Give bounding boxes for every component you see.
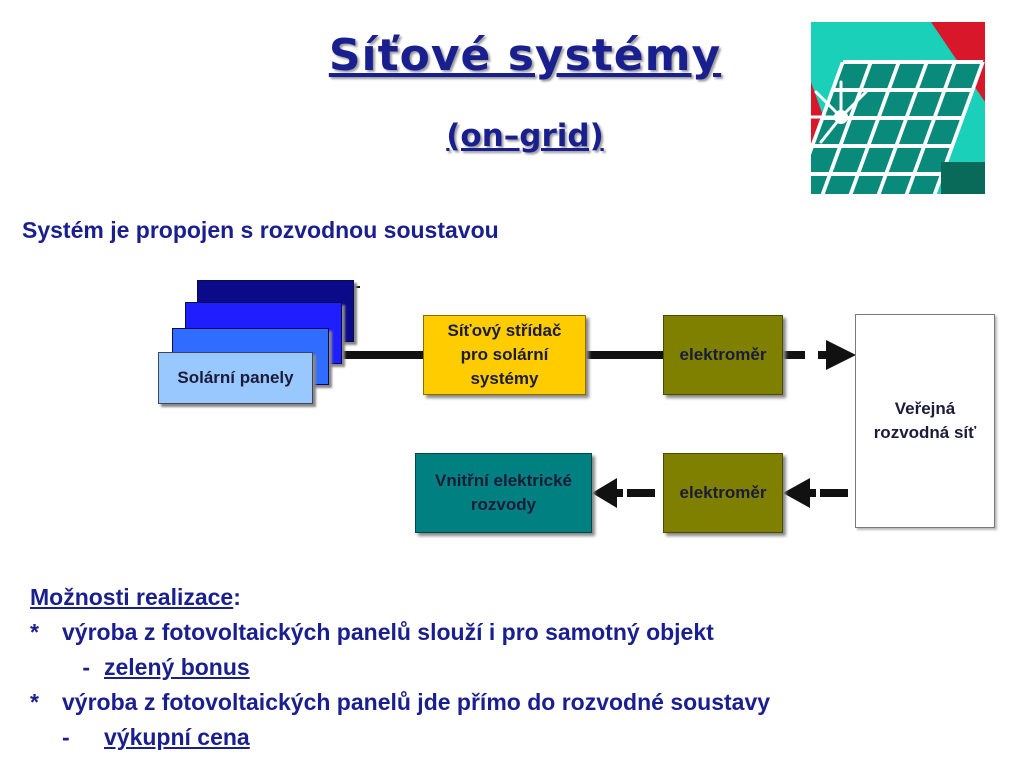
inverter-box: Síťový střídač pro solární systémy [423,315,586,395]
option-bullet-2: * [30,689,39,715]
arrow-to-inner-wiring [592,478,655,508]
options-heading: Možnosti realizace [30,584,234,610]
option-text-1: výroba z fotovoltaických panelů slouží i… [62,619,714,645]
option-sub-text-2: výkupní cena [104,724,250,750]
inner-wiring-label-line-1: Vnitřní elektrické [434,471,572,490]
inverter-label-line-1: Síťový střídač [447,321,562,340]
meter-bottom-label: elektroměr [679,483,767,502]
meter-top-label: elektroměr [679,345,767,364]
inverter-label-line-2: pro solární [460,345,549,364]
options-heading-row: Možnosti realizace: [30,580,770,615]
solar-panels-label: Solární panely [177,368,294,387]
option-item-1: * výroba z fotovoltaických panelů slouží … [30,615,770,650]
arrow-to-meter-bottom [783,478,848,508]
solar-panels-box: Solární panely [158,352,313,404]
meter-bottom-box: elektroměr [663,453,783,533]
public-grid-label-line-1: Veřejná [894,399,956,418]
page-subtitle: (on–grid) [446,118,604,154]
page-title: Síťové systémy [328,30,722,81]
option-item-2: * výroba z fotovoltaických panelů jde pří… [30,685,770,720]
option-sub-item-2: - výkupní cena [30,720,770,755]
meter-top-box: elektroměr [663,315,783,395]
option-sub-text-1: zelený bonus [104,654,250,680]
options-section: Možnosti realizace: * výroba z fotovoltai… [30,580,770,755]
inner-wiring-label-line-2: rozvody [470,495,537,514]
option-bullet-1: * [30,619,39,645]
option-dash-2: - [62,724,70,750]
arrow-to-grid [783,340,856,370]
public-grid-box: Veřejná rozvodná síť [855,314,995,528]
solar-panel-logo-icon [811,22,985,194]
option-dash-1: - [82,654,90,680]
option-text-2: výroba z fotovoltaických panelů jde přím… [62,689,771,715]
options-heading-suffix: : [233,584,241,610]
inner-wiring-box: Vnitřní elektrické rozvody [415,453,592,533]
option-sub-item-1: -zelený bonus [30,650,770,685]
inverter-label-line-3: systémy [470,369,539,388]
intro-text: Systém je propojen s rozvodnou soustavou [22,217,499,243]
public-grid-label-line-2: rozvodná síť [873,423,977,442]
